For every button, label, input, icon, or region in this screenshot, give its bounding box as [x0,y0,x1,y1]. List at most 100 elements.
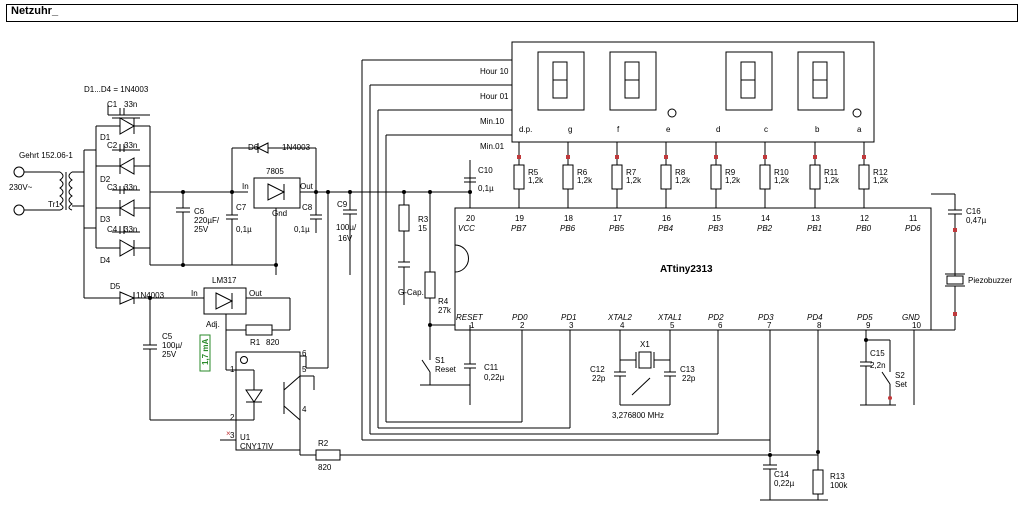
seg-d: d [716,125,720,134]
lm317-adj: Adj. [206,320,220,329]
x1-label: X1 [640,340,650,349]
u1-pin2: 2 [230,413,235,422]
r12-value: 1,2k [873,176,889,185]
mcu-name: ATtiny2313 [660,264,713,275]
pin9-num: 9 [866,321,871,330]
crystal-frequency: 3,276800 MHz [612,411,664,420]
pin8-num: 8 [817,321,822,330]
seg-b: b [815,125,820,134]
display-select-lines: Hour 10 Hour 01 Min.10 Min.01 [361,59,770,441]
c8-label: C8 [302,203,313,212]
c16-value: 0,47µ [966,216,987,225]
page-title: Netzuhr_ [11,5,59,17]
u1-pin3: 3 [230,431,235,440]
transformer-secondary [68,171,73,211]
optocoupler-u1 [235,351,301,451]
d2-label: D2 [100,175,111,184]
pin2-num: 2 [520,321,525,330]
r8-label: R8 [675,168,686,177]
pin12-num: 12 [860,214,869,223]
line-hour10: Hour 10 [480,67,509,76]
pin18-name: PB6 [560,224,576,233]
d5-value: 1N4003 [136,291,165,300]
lm317-in: In [191,289,198,298]
segment-resistors: R5 1,2k R6 1,2k R7 1,2k R8 1,2k R9 1,2k … [513,142,889,208]
mains-voltage: 230V~ [9,183,33,192]
r11-resistor [809,164,821,190]
digit-2 [609,51,657,111]
transformer-type: Gehrt 152.06-1 [19,151,73,160]
d6-label: D6 [248,143,259,152]
piezobuzzer [946,275,964,285]
buzzer-section: C16 0,47µ Piezobuzzer [931,193,1012,331]
pin16-name: PB4 [658,224,674,233]
r10-resistor [759,164,771,190]
seg-f: f [617,125,620,134]
d6-value: 1N4003 [282,143,311,152]
pin6-name: PD2 [708,313,724,322]
r10-value: 1,2k [774,176,790,185]
c13-value: 22p [682,374,696,383]
r9-label: R9 [725,168,736,177]
r7-value: 1,2k [626,176,642,185]
pin14-num: 14 [761,214,770,223]
regulator-7805 [253,177,301,209]
c5-value-2: 25V [162,350,177,359]
s2-value: Set [895,380,908,389]
r4-value: 27k [438,306,452,315]
mcu-top-pins: 20 VCC 19 PB7 18 PB6 17 PB5 16 PB4 15 PB… [458,214,921,233]
pin11-num: 11 [909,214,918,223]
pin7-num: 7 [767,321,772,330]
c10-value: 0,1µ [478,184,494,193]
lm317-out: Out [249,289,263,298]
seg-e: e [666,125,671,134]
pin2-name: PD0 [512,313,528,322]
nc-marker: × [226,429,231,438]
transformer-label: Tr1 [48,200,60,209]
pin5-num: 5 [670,321,675,330]
r3-resistor [398,204,410,232]
seg-a: a [857,125,862,134]
mains-terminal-2 [13,204,25,216]
pin17-name: PB5 [609,224,625,233]
diode-note: D1...D4 = 1N4003 [84,85,149,94]
r1-value: 820 [266,338,280,347]
input-filter-section: C14 0,22µ R13 100k [760,455,848,501]
c11-value: 0,22µ [484,373,505,382]
c12-label: C12 [590,365,605,374]
r13-value: 100k [830,481,848,490]
pin15-num: 15 [712,214,721,223]
pin1-num: 1 [470,321,475,330]
c1-label: C1 [107,100,118,109]
line-min01: Min.01 [480,142,505,151]
pin16-num: 16 [662,214,671,223]
c3-value: 33n [124,183,137,192]
reg-7805-label: 7805 [266,167,284,176]
pin10-num: 10 [912,321,921,330]
digit-1 [537,51,585,111]
pin3-num: 3 [569,321,574,330]
c7-label: C7 [236,203,247,212]
u1-pin4: 4 [302,405,307,414]
r6-resistor [562,164,574,190]
r1-resistor [245,324,273,336]
u1-value: CNY17IV [240,442,274,451]
r13-label: R13 [830,472,845,481]
pin13-name: PB1 [807,224,822,233]
pin18-num: 18 [564,214,573,223]
transformer-primary [59,171,64,211]
pin3-name: PD1 [561,313,577,322]
c3-label: C3 [107,183,118,192]
r11-value: 1,2k [824,176,840,185]
line-min10: Min.10 [480,117,505,126]
r12-label: R12 [873,168,888,177]
c5-value-1: 100µ/ [162,341,183,350]
c10-label: C10 [478,166,493,175]
mains-input: Gehrt 152.06-1 230V~ Tr1 [9,150,85,298]
r1-label: R1 [250,338,261,347]
pin4-name: XTAL2 [607,313,632,322]
u1-pin5: 5 [302,365,307,374]
pin20-num: 20 [466,214,475,223]
pin19-name: PB7 [511,224,527,233]
